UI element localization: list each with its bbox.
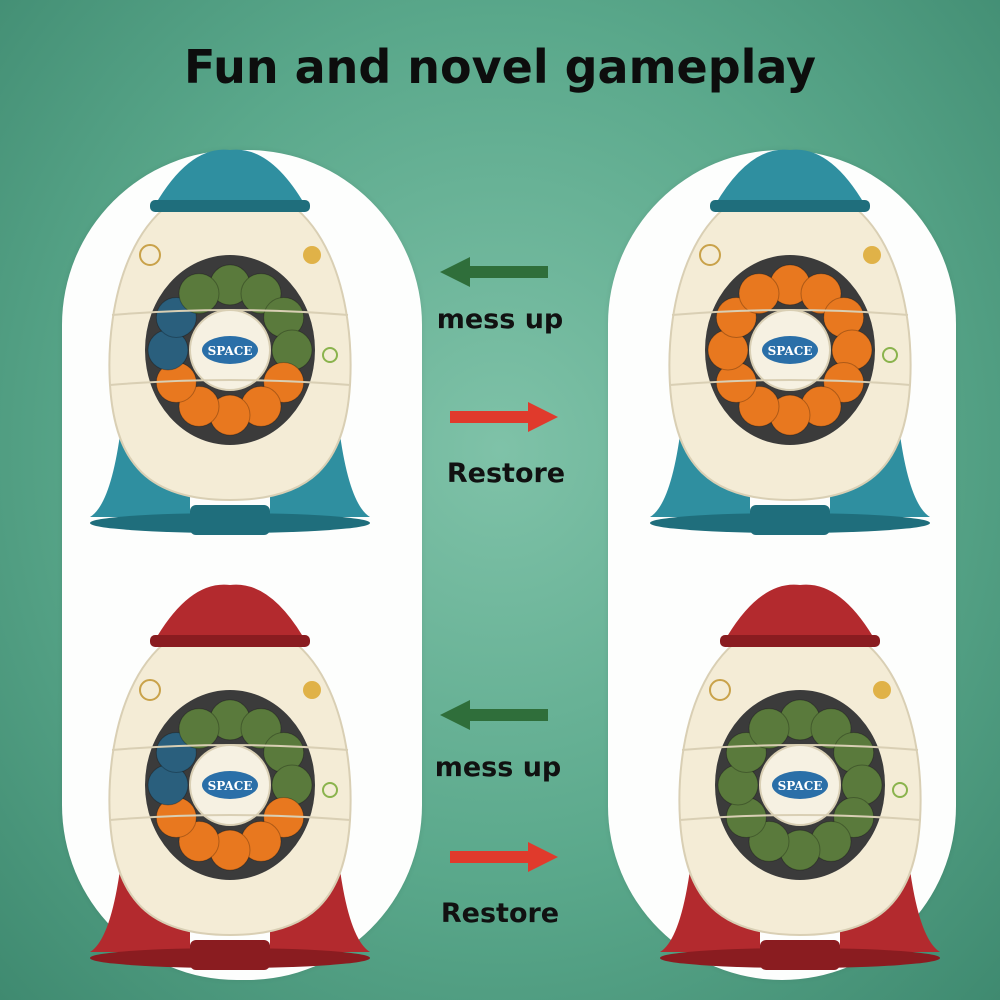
planet-decal bbox=[303, 681, 321, 699]
arrow-right-icon bbox=[450, 842, 558, 872]
planet-decal bbox=[322, 782, 338, 798]
planet-decal bbox=[322, 347, 338, 363]
rocket-seam bbox=[109, 814, 351, 821]
restore-label: Restore bbox=[446, 458, 566, 489]
rocket-red-mixed: SPACE bbox=[90, 584, 370, 970]
arrow-left-icon bbox=[440, 257, 548, 287]
restore-label: Restore bbox=[440, 898, 560, 929]
puzzle-ball bbox=[738, 273, 780, 315]
planet-decal bbox=[699, 244, 721, 266]
rocket-nozzle bbox=[190, 505, 270, 535]
rocket-seam bbox=[669, 379, 911, 386]
rocket-blue-solved: SPACE bbox=[650, 149, 930, 535]
rocket-nose bbox=[715, 149, 865, 205]
mess-up-label: mess up bbox=[436, 304, 564, 335]
rocket-seam bbox=[111, 744, 349, 751]
rocket-nose bbox=[725, 584, 875, 640]
planet-decal bbox=[882, 347, 898, 363]
puzzle-ball bbox=[178, 273, 220, 315]
space-badge-text: SPACE bbox=[208, 344, 253, 358]
rocket-nose-band bbox=[720, 635, 880, 647]
rocket-seam bbox=[671, 309, 909, 316]
rocket-nose-band bbox=[150, 635, 310, 647]
puzzle-ball bbox=[178, 708, 220, 750]
puzzle-ball bbox=[748, 708, 790, 750]
space-badge-text: SPACE bbox=[768, 344, 813, 358]
rocket-blue-mixed: SPACE bbox=[90, 149, 370, 535]
rocket-seam bbox=[681, 744, 919, 751]
arrow-right-icon bbox=[450, 402, 558, 432]
rocket-nose bbox=[155, 149, 305, 205]
planet-decal bbox=[863, 246, 881, 264]
rocket-nozzle bbox=[190, 940, 270, 970]
rocket-red-solved: SPACE bbox=[660, 584, 940, 970]
mess-up-label: mess up bbox=[434, 752, 562, 783]
page-title: Fun and novel gameplay bbox=[183, 40, 817, 94]
rocket-nose bbox=[155, 584, 305, 640]
rocket-seam bbox=[111, 309, 349, 316]
planet-decal bbox=[139, 244, 161, 266]
planet-decal bbox=[139, 679, 161, 701]
rocket-nose-band bbox=[710, 200, 870, 212]
space-badge bbox=[772, 771, 828, 799]
rocket-nose-band bbox=[150, 200, 310, 212]
arrow-left-icon bbox=[440, 700, 548, 730]
space-badge-text: SPACE bbox=[208, 779, 253, 793]
space-badge bbox=[202, 336, 258, 364]
space-badge bbox=[762, 336, 818, 364]
rocket-nozzle bbox=[750, 505, 830, 535]
rocket-nozzle bbox=[760, 940, 840, 970]
space-badge-text: SPACE bbox=[778, 779, 823, 793]
rocket-seam bbox=[679, 814, 921, 821]
rocket-seam bbox=[109, 379, 351, 386]
planet-decal bbox=[873, 681, 891, 699]
planet-decal bbox=[709, 679, 731, 701]
planet-decal bbox=[892, 782, 908, 798]
space-badge bbox=[202, 771, 258, 799]
planet-decal bbox=[303, 246, 321, 264]
